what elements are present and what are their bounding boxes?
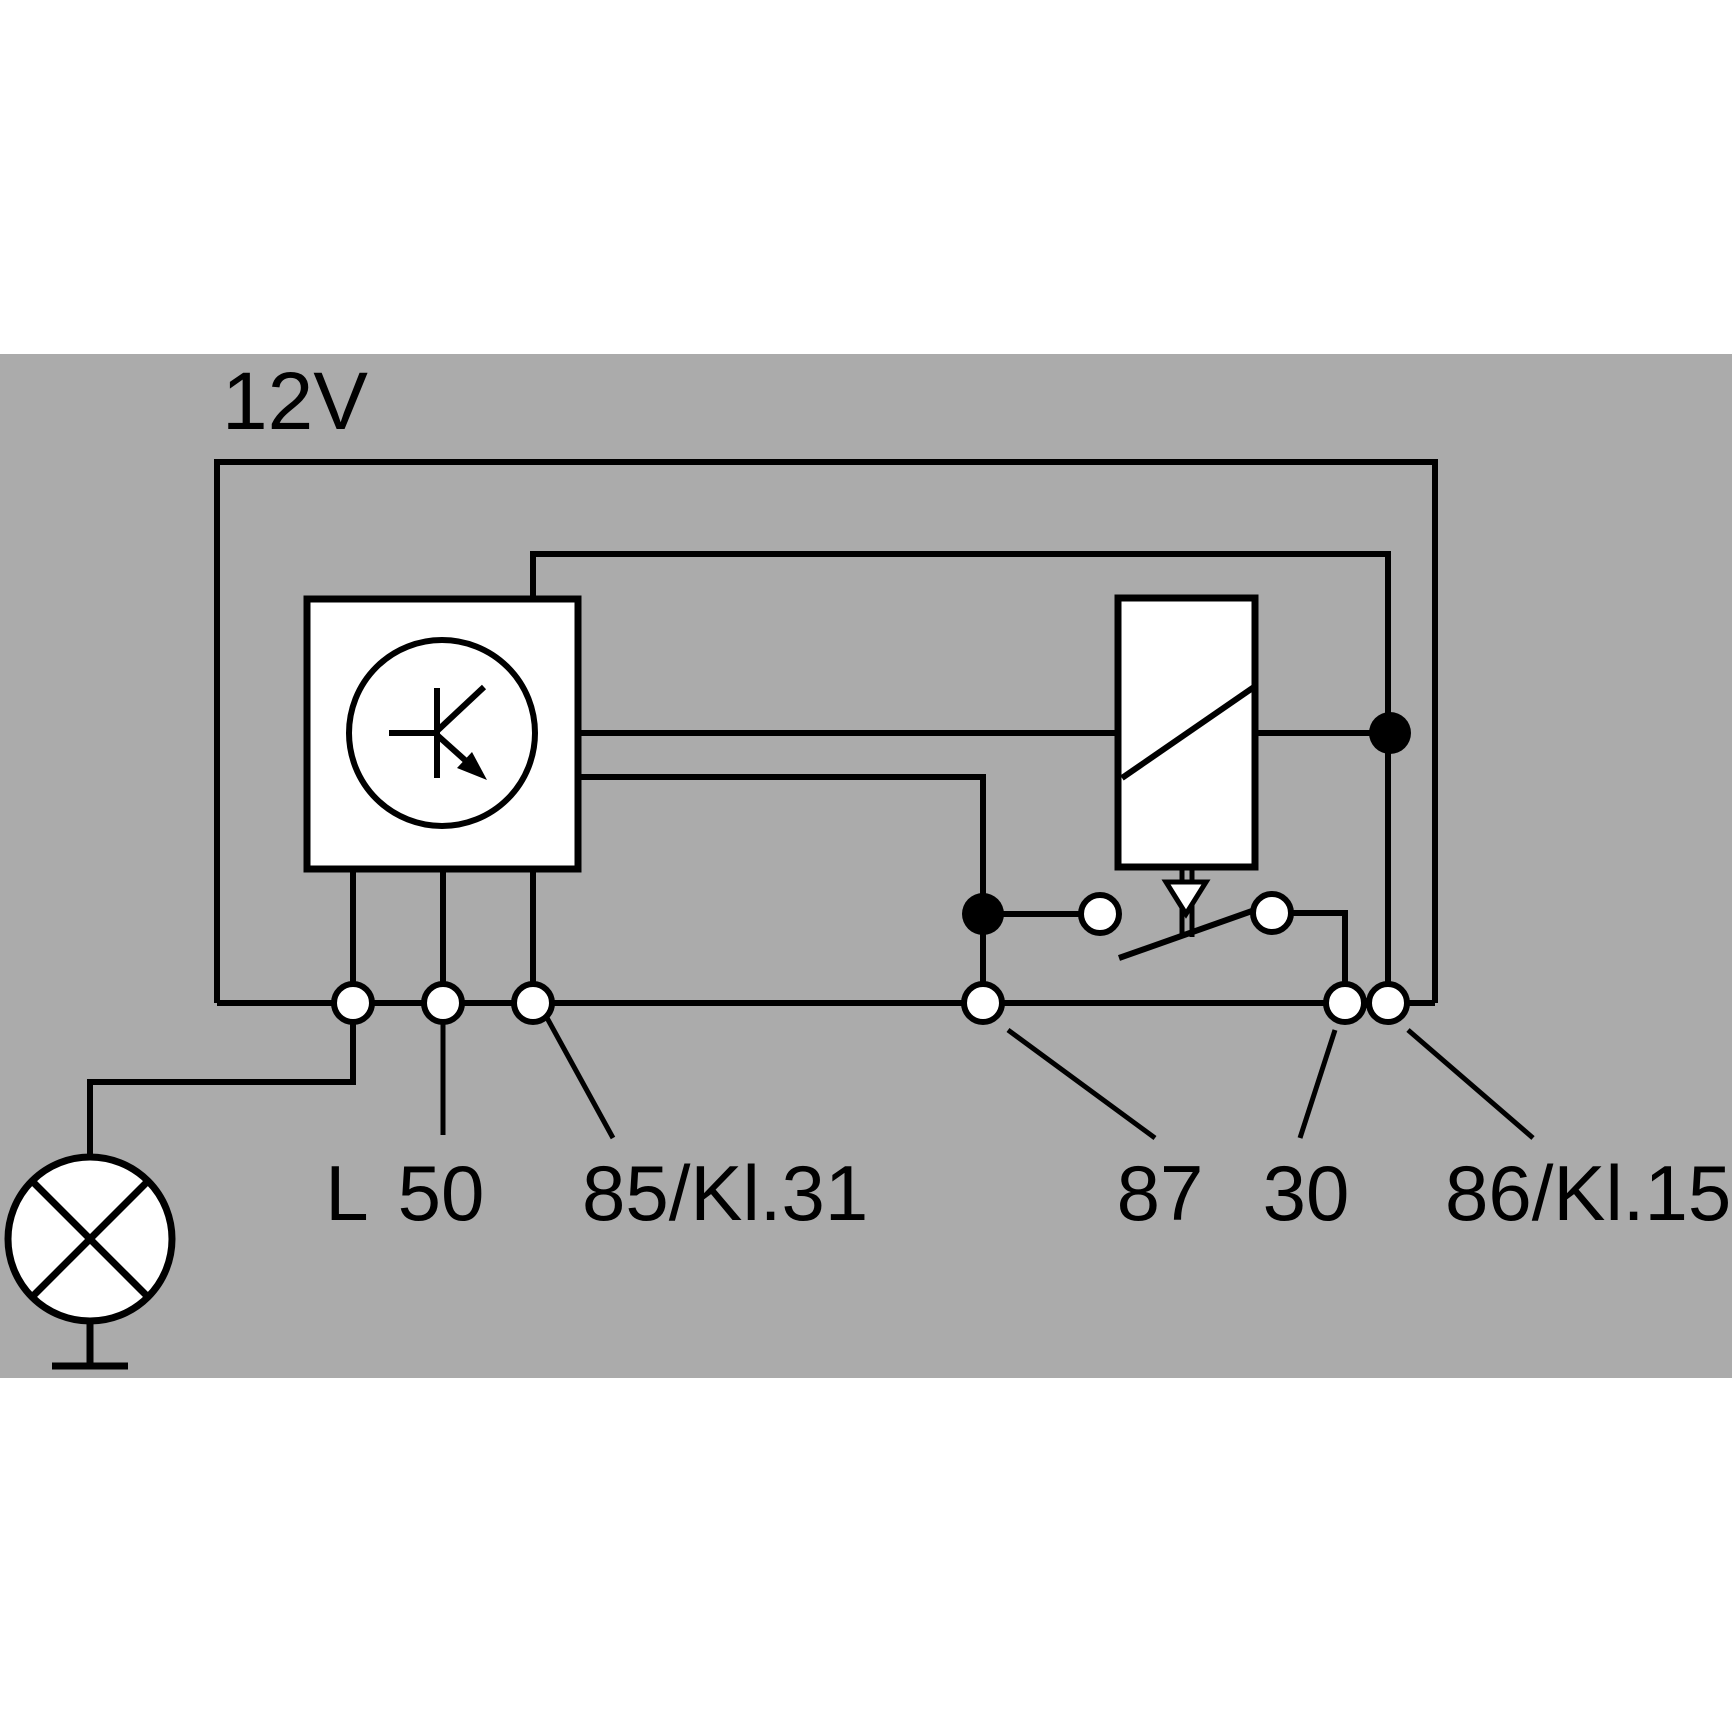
diagram-background	[0, 354, 1732, 1378]
junction-dot-coil	[1369, 712, 1411, 754]
supply-voltage-label: 12V	[222, 356, 368, 447]
transistor-emitter-arrowhead	[457, 752, 487, 780]
switch-blade	[1118, 908, 1253, 961]
relay-coil-box	[1114, 594, 1259, 871]
contact-to-30-wire	[1291, 910, 1348, 1003]
label-terminal-50: 50	[398, 1149, 485, 1237]
switch-contact-left	[1078, 892, 1122, 936]
wires	[87, 459, 1438, 1160]
bus-terminals	[331, 981, 1410, 1025]
terminal-30	[1323, 981, 1367, 1025]
label-terminal-86: 86/Kl.15	[1445, 1149, 1731, 1237]
supply-wire-outer-loop	[214, 459, 1438, 1003]
label-terminal-30: 30	[1263, 1149, 1350, 1237]
terminal-87	[961, 981, 1005, 1025]
terminal-86	[1366, 981, 1410, 1025]
leader-87	[1006, 1027, 1157, 1141]
control-unit	[303, 595, 582, 873]
relay-switch	[962, 712, 1411, 961]
label-terminal-87: 87	[1117, 1149, 1204, 1237]
relay-coil	[1114, 594, 1259, 871]
transistor-icon	[346, 637, 538, 829]
leader-30	[1297, 1029, 1338, 1139]
terminal-85	[511, 981, 555, 1025]
leader-85	[543, 1014, 616, 1140]
lamp-circuit	[4, 1153, 176, 1370]
transistor-circle	[346, 637, 538, 829]
relay-coil-diagonal	[1120, 684, 1256, 781]
transistor-collector	[434, 684, 487, 734]
switch-contact-right	[1250, 891, 1294, 935]
leader-86	[1406, 1028, 1535, 1140]
label-terminal-L: L	[325, 1149, 368, 1237]
junction-dot-switch	[962, 893, 1004, 935]
transistor-emitter	[434, 732, 469, 764]
lamp-cross-line-2	[29, 1178, 151, 1300]
terminal-L	[331, 981, 375, 1025]
label-terminal-85: 85/Kl.31	[582, 1149, 868, 1237]
L-to-lamp-wire	[87, 1022, 356, 1160]
terminal-50	[421, 981, 465, 1025]
actuator-arrow-icon	[1161, 879, 1211, 919]
label-leader-lines	[440, 1014, 1535, 1141]
labels: 12V L 50 85/Kl.31 87 30 86/Kl.15	[222, 356, 1731, 1237]
control-to-86-wire	[530, 551, 1391, 1003]
